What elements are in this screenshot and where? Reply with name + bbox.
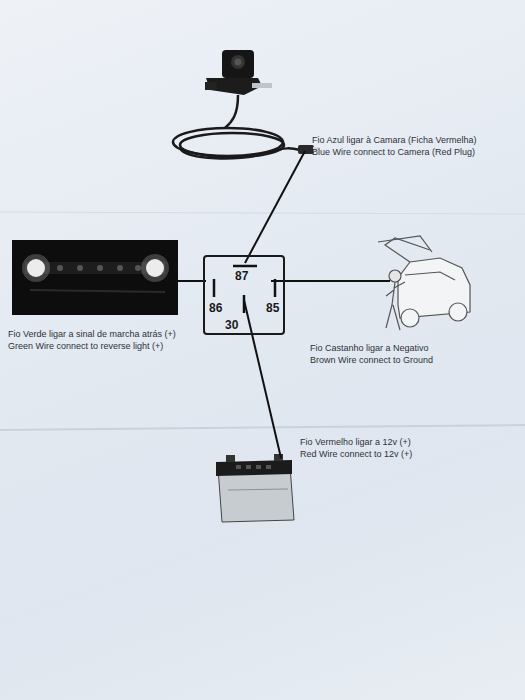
camera-plug	[298, 145, 314, 154]
relay-box: 87 86 85 30	[203, 255, 285, 335]
wire	[178, 151, 390, 458]
wiring-note: Fio Azul ligar à Camara (Ficha Vermelha)	[312, 135, 477, 146]
camera	[205, 50, 272, 95]
wiring-note: Green Wire connect to reverse light (+)	[8, 341, 163, 352]
camera-cable	[173, 95, 300, 158]
pin-number: 30	[225, 318, 238, 332]
relay-pin	[233, 265, 257, 268]
wiring-note: Red Wire connect to 12v (+)	[300, 449, 412, 460]
car-illustration	[378, 236, 470, 330]
wiring-note: Fio Vermelho ligar a 12v (+)	[300, 437, 411, 448]
wiring-note: Fio Verde ligar a sinal de marcha atrás …	[8, 329, 176, 340]
relay-pin	[213, 279, 216, 297]
relay-pin	[243, 295, 246, 313]
wiring-note: Fio Castanho ligar a Negativo	[310, 343, 429, 354]
wiring-note: Blue Wire connect to Camera (Red Plug)	[312, 147, 475, 158]
battery	[216, 454, 294, 522]
wiring-note: Brown Wire connect to Ground	[310, 355, 433, 366]
pin-number: 87	[235, 269, 248, 283]
pin-number: 86	[209, 301, 222, 315]
paper-fold	[0, 212, 525, 214]
reverse-light	[12, 240, 178, 315]
relay-pin	[274, 279, 277, 297]
paper-fold	[0, 425, 525, 430]
relay-pin-bars	[205, 257, 283, 333]
pin-number: 85	[266, 301, 279, 315]
